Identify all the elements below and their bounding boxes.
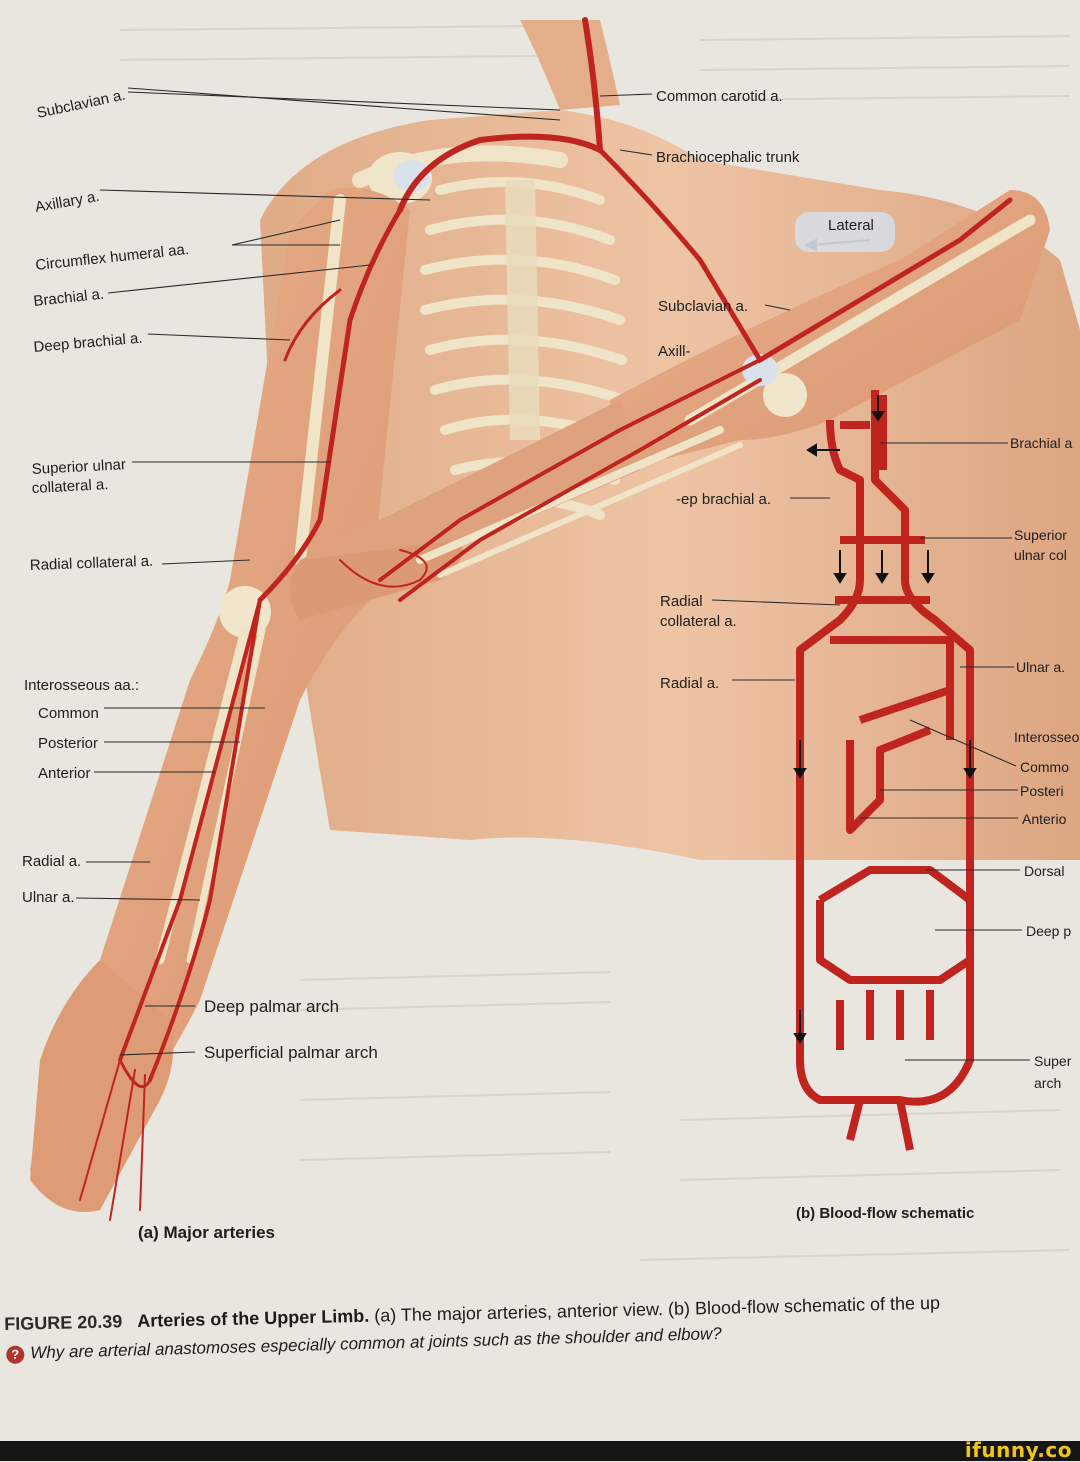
label-superior-ulnar-left-2: collateral a. (31, 476, 109, 497)
figure-title: Arteries of the Upper Limb. (137, 1305, 370, 1331)
shoulder-joint-cap (394, 160, 430, 192)
leader-lines (75, 87, 1030, 1061)
label-brachial-left: Brachial a. (33, 286, 105, 310)
label-brachiocephalic-trunk: Brachiocephalic trunk (656, 149, 800, 166)
label-superficial-right-1: Super (1034, 1053, 1072, 1069)
background-print-lines (119, 25, 1071, 1261)
labels-center: Common carotid a. Brachiocephalic trunk … (656, 88, 874, 692)
label-common-right: Commo (1020, 759, 1069, 775)
label-superficial-right-2: arch (1034, 1075, 1061, 1091)
panel-label-a: (a) Major arteries (138, 1223, 275, 1242)
question-icon: ? (6, 1345, 25, 1364)
arteries (79, 17, 1013, 1221)
label-interosseous-posterior: Posterior (38, 735, 98, 752)
label-interosseous-heading: Interosseous aa.: (24, 677, 139, 694)
label-superior-ulnar-right-1: Superior (1014, 527, 1067, 543)
label-superior-ulnar-left-1: Superior ulnar (31, 456, 126, 478)
label-deep-palmar-arch: Deep palmar arch (204, 997, 339, 1016)
label-lateral: Lateral (828, 217, 874, 234)
label-ulnar-right: Ulnar a. (1016, 659, 1065, 675)
label-common-carotid: Common carotid a. (656, 88, 783, 105)
label-superior-ulnar-right-2: ulnar col (1014, 547, 1067, 563)
lateral-label-box (795, 212, 895, 252)
label-axillary-center: Axill- (658, 343, 691, 360)
sternum (505, 180, 540, 440)
label-radial-collateral-center-2: collateral a. (660, 613, 737, 630)
label-interosseous-right: Interosseo (1014, 729, 1080, 745)
label-dorsal-right: Dorsal (1024, 863, 1064, 879)
blood-flow-schematic (796, 390, 974, 1151)
label-radial-center: Radial a. (660, 675, 719, 692)
label-radial-collateral-left: Radial collateral a. (30, 553, 154, 574)
label-radial-left: Radial a. (22, 853, 81, 870)
labels-right: Brachial a Superior ulnar col Ulnar a. I… (1010, 435, 1080, 1091)
bottom-bar (0, 1441, 1080, 1461)
label-subclavian-center: Subclavian a. (658, 298, 748, 315)
label-interosseous-anterior: Anterior (38, 765, 91, 782)
label-deep-right: Deep p (1026, 923, 1071, 939)
label-radial-collateral-center-1: Radial (660, 593, 703, 610)
label-subclavian-left: Subclavian a. (35, 87, 127, 122)
label-circumflex-humeral: Circumflex humeral aa. (35, 241, 190, 274)
label-deep-brachial-center: -ep brachial a. (676, 491, 771, 508)
label-ulnar-left: Ulnar a. (22, 889, 75, 906)
label-axillary-left: Axillary a. (34, 188, 101, 216)
label-deep-brachial-left: Deep brachial a. (33, 330, 143, 356)
label-superficial-palmar-arch: Superficial palmar arch (204, 1043, 378, 1062)
label-posterior-right: Posteri (1020, 783, 1064, 799)
label-interosseous-common: Common (38, 705, 99, 722)
watermark-logo: ifunny.co (964, 1438, 1072, 1462)
label-brachial-right: Brachial a (1010, 435, 1072, 451)
panel-label-b: (b) Blood-flow schematic (796, 1205, 974, 1222)
figure-number: FIGURE 20.39 (4, 1311, 123, 1334)
label-anterior-right: Anterio (1022, 811, 1067, 827)
